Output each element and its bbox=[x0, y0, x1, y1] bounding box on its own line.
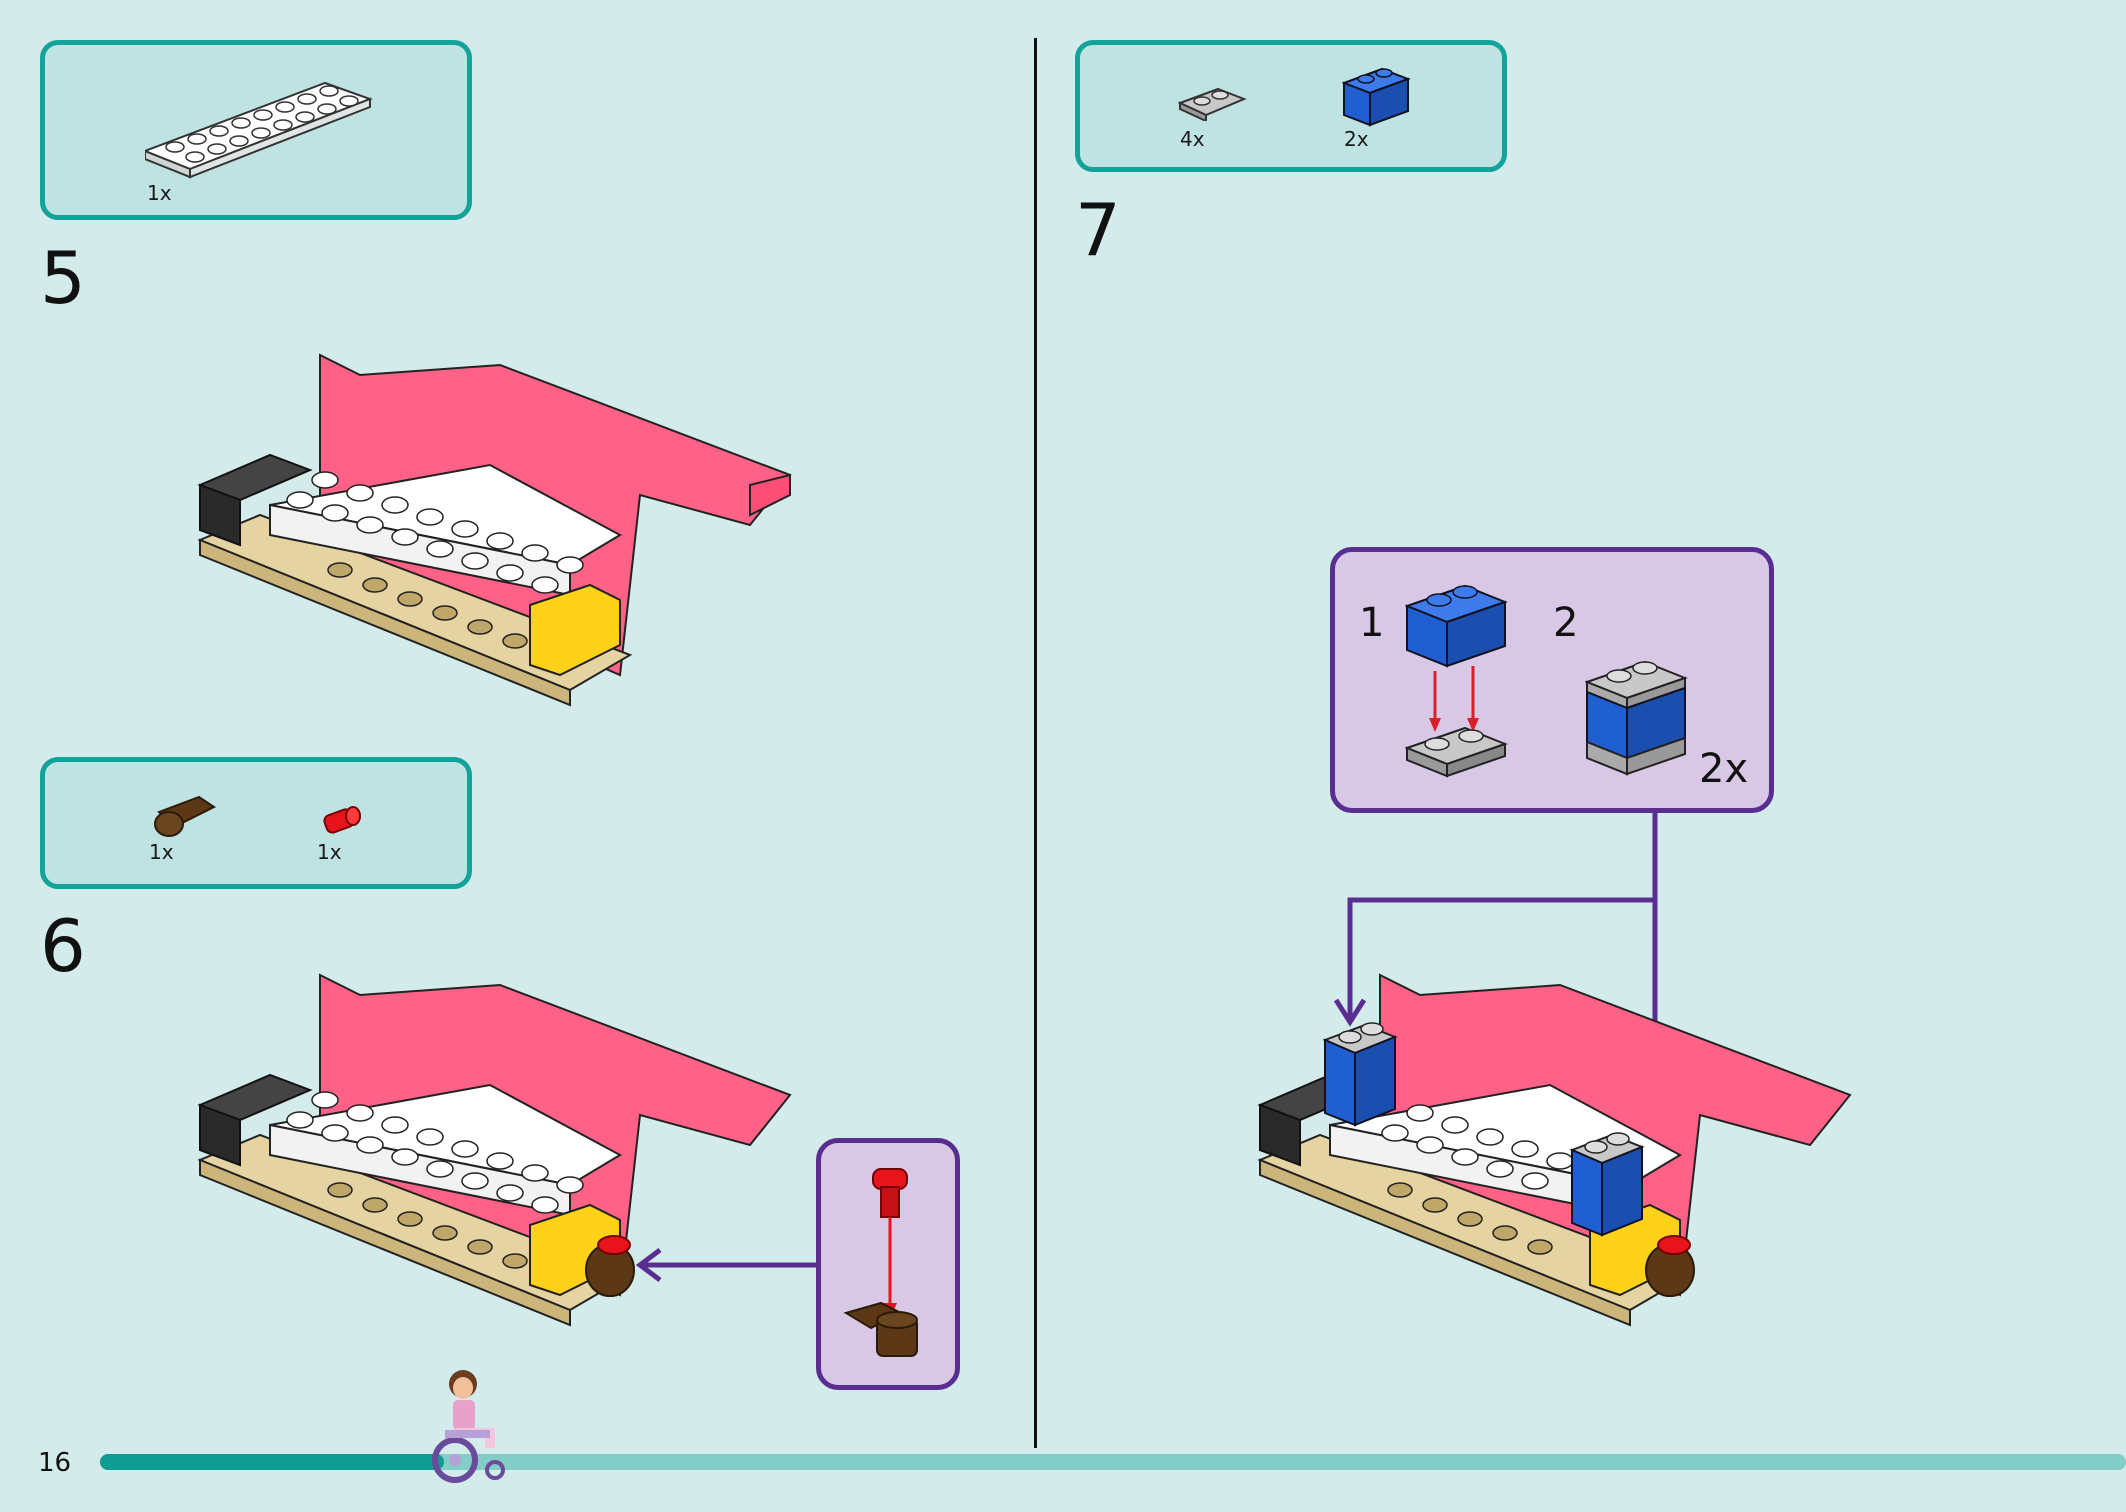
step-6-parts-box: 1x 1x bbox=[40, 757, 472, 889]
step-6-number: 6 bbox=[40, 904, 86, 988]
step-7-number: 7 bbox=[1075, 188, 1121, 272]
step-6-callout bbox=[816, 1138, 960, 1390]
step-7-part-1-qty: 4x bbox=[1180, 127, 1205, 151]
blue-brick-icon bbox=[1342, 67, 1411, 127]
step-7-parts-box: 4x 2x bbox=[1075, 40, 1507, 172]
white-plate-icon bbox=[145, 81, 373, 179]
step-6-arrow bbox=[635, 1248, 830, 1282]
step-6-part-2-qty: 1x bbox=[317, 840, 342, 864]
progress-track bbox=[100, 1454, 2126, 1470]
step-5-parts-box: 1x bbox=[40, 40, 472, 220]
step-5-part-qty: 1x bbox=[147, 181, 172, 205]
step-7-callout: 1 2 2x bbox=[1330, 547, 1774, 813]
step-6-part-1-qty: 1x bbox=[149, 840, 174, 864]
step-5-number: 5 bbox=[40, 236, 86, 320]
blue-brick-onto-grey-plate-diagram bbox=[1405, 584, 1508, 778]
callout-sub-step-2: 2 bbox=[1553, 600, 1579, 646]
page-divider bbox=[1034, 38, 1037, 1448]
step-5-model-illustration bbox=[197, 353, 792, 707]
brown-lamp-holder-icon bbox=[154, 795, 216, 837]
callout-sub-step-1: 1 bbox=[1359, 600, 1385, 646]
red-light-into-holder-diagram bbox=[843, 1168, 918, 1357]
step-7-part-2-qty: 2x bbox=[1344, 127, 1369, 151]
page-number: 16 bbox=[38, 1448, 72, 1478]
minifigure-wheelchair-icon bbox=[432, 1370, 505, 1483]
red-round-light-icon bbox=[323, 806, 361, 834]
step-7-model-illustration bbox=[1257, 973, 1852, 1327]
grey-plate-icon bbox=[1178, 87, 1247, 121]
progress-fill bbox=[100, 1454, 444, 1470]
callout-multiplier: 2x bbox=[1699, 746, 1749, 792]
step-6-model-illustration bbox=[197, 973, 792, 1327]
blue-brick-on-plate-result bbox=[1585, 660, 1688, 776]
